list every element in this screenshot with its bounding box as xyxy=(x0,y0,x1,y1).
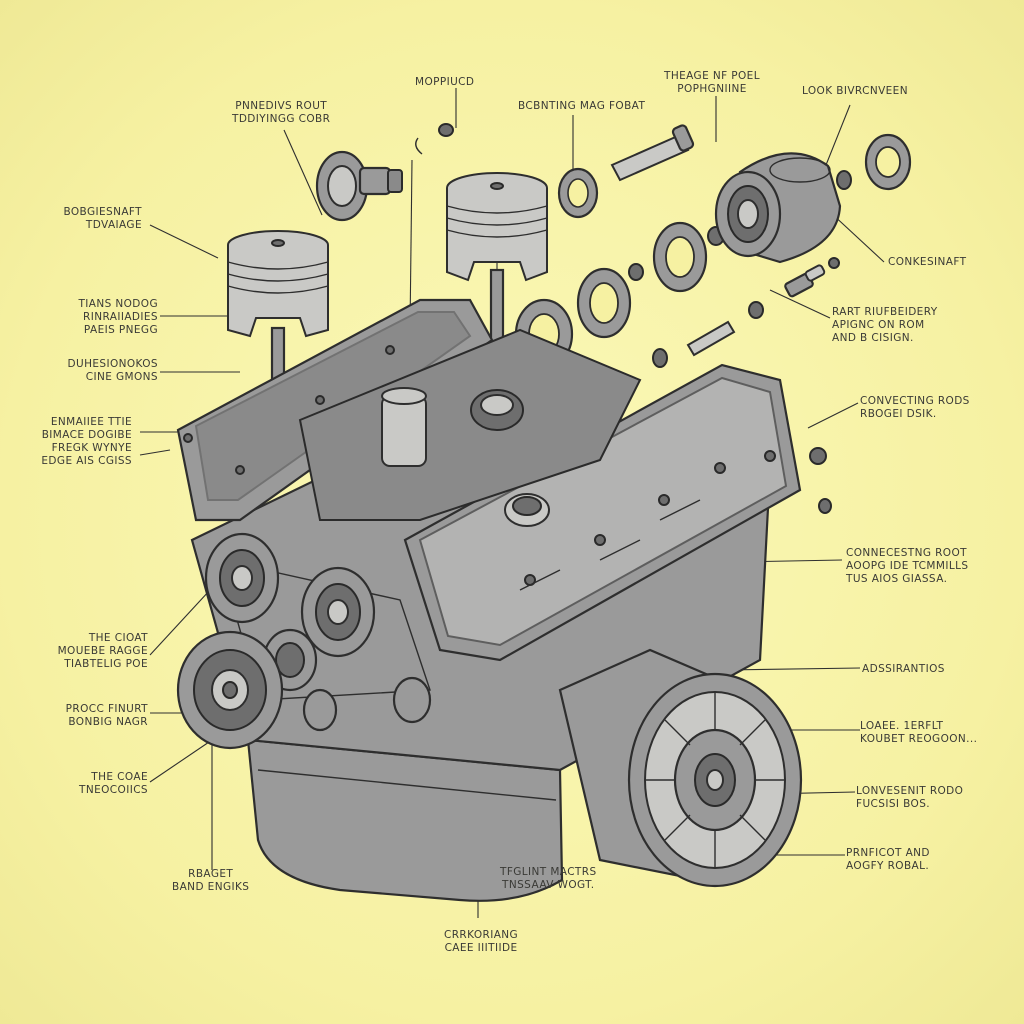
label-right-8: PRNFICOT AND AOGFY ROBAL. xyxy=(846,847,930,872)
bearing-cap-part xyxy=(315,150,403,222)
label-left-7: THE COAE TNEOCOIICS xyxy=(79,771,148,796)
label-right-2: RART RIUFBEIDERY APIGNC ON ROM AND B CIS… xyxy=(832,306,938,344)
seal-ring-1 xyxy=(557,167,599,219)
label-right-3: CONVECTING RODS RBOGEI DSIK. xyxy=(860,395,970,420)
label-left-4: ENMAIIEE TTIE BIMACE DOGIBE FREGK WYNYE … xyxy=(41,416,132,467)
bolt-part xyxy=(784,264,826,298)
flywheel xyxy=(558,648,803,888)
engine-block xyxy=(176,298,802,902)
label-left-3: DUHESIONOKOS CINE GMONS xyxy=(67,358,158,383)
label-bottom-ctr: CRRKORIANG CAEE IIITIIDE xyxy=(444,929,519,954)
crankshaft-hub xyxy=(714,152,842,264)
label-right-4: CONNECESTNG ROOT AOOPG IDE TCMMILLS TUS … xyxy=(846,547,969,585)
cover-bolts xyxy=(183,345,776,586)
wrist-pin-part xyxy=(610,124,695,182)
label-right-7: LONVESENIT RODO FUCSISI BOS. xyxy=(856,785,964,810)
front-pulleys xyxy=(176,532,432,750)
label-left-1: BOBGIESNAFT TDVAIAGE xyxy=(63,206,142,231)
label-top-right-a: THEAGE NF POEL POPHGNIINE xyxy=(664,70,760,95)
label-right-5: ADSSIRANTIOS xyxy=(862,663,945,675)
label-top-mid: MOPPIUCD xyxy=(415,76,475,88)
label-left-2: TIANS NODOG RINRAIIADIES PAEIS PNEGG xyxy=(78,298,158,336)
label-right-6: LOAEE. 1ERFLT KOUBET REOGOON... xyxy=(860,720,978,745)
label-bottom-left: RBAGET BAND ENGIKS xyxy=(172,868,250,893)
label-top-ctr: BCBNTING MAG FOBAT xyxy=(518,100,646,112)
label-top-right-b: LOOK BIVRCNVEEN xyxy=(802,85,908,97)
label-left-5: THE CIOAT MOUEBE RAGGE TIABTELIG POE xyxy=(57,632,148,670)
label-bottom-mid: TFGLINT MACTRS TNSSAAV WOGT. xyxy=(500,866,597,891)
label-top-left: PNNEDIVS ROUT TDDIYINGG COBR xyxy=(232,100,331,125)
label-right-1: CONKESINAFT xyxy=(888,256,967,268)
label-left-6: PROCC FINURT BONBIG NAGR xyxy=(65,703,148,728)
